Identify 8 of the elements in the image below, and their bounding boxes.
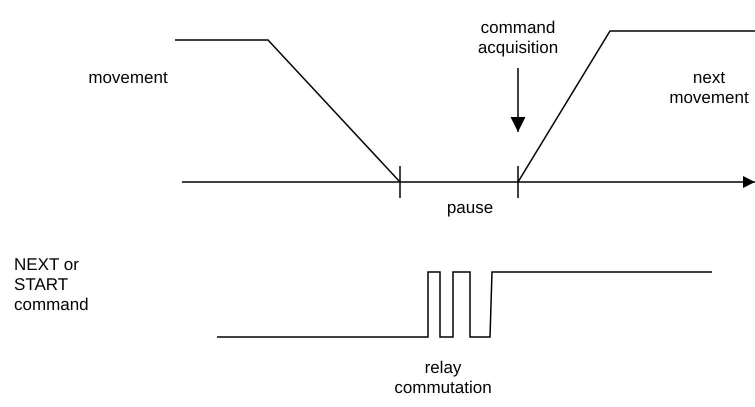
phase-label: next movement	[668, 68, 750, 108]
annotation-text: relay commutation	[393, 358, 493, 398]
signal-label: movement	[87, 68, 169, 88]
leader-arrow	[510, 68, 526, 132]
phase-label: pause	[446, 198, 494, 218]
callout-text: command acquisition	[468, 18, 568, 58]
time-marker	[517, 166, 519, 198]
signal-label: NEXT or START command	[14, 255, 90, 315]
